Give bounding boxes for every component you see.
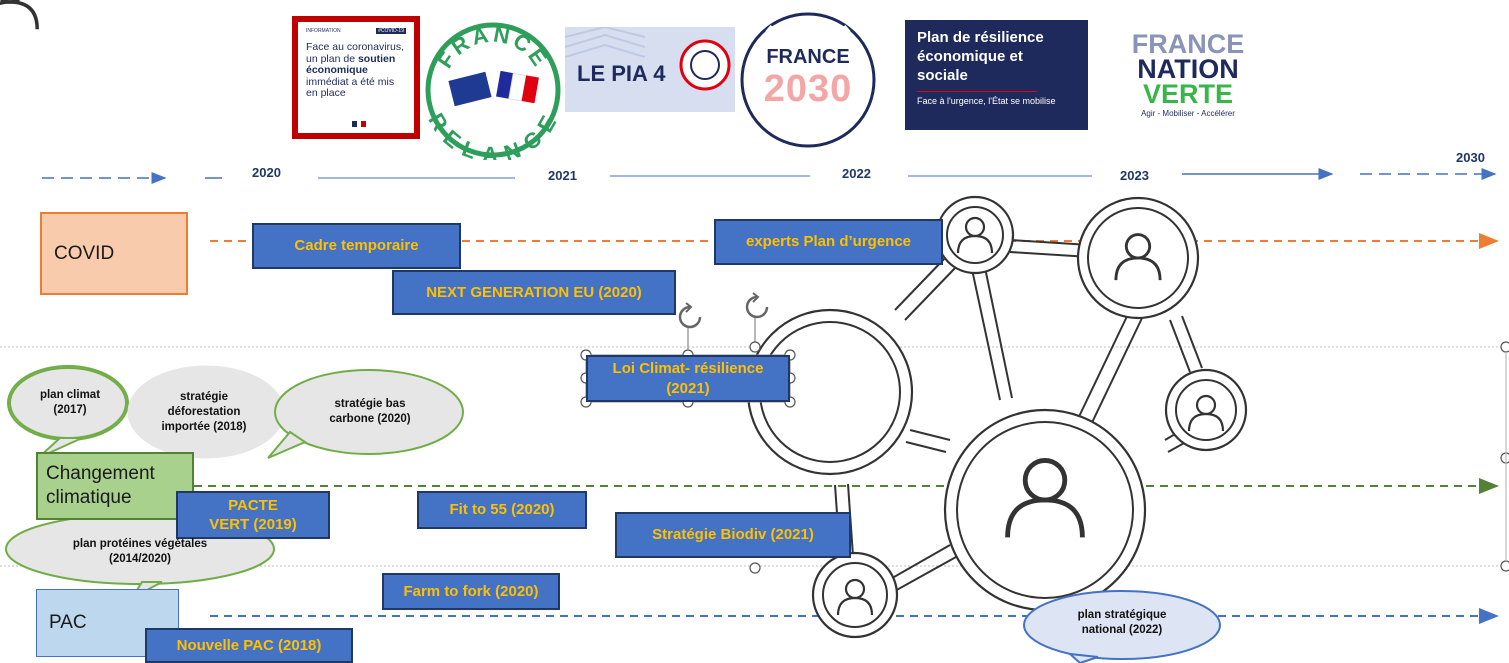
year-label: 2020 (252, 165, 281, 180)
nation-verte-tagline: Agir - Mobiliser - Accélérer (1141, 109, 1235, 118)
france-relance-logo: FRANCE RELANCE (423, 20, 563, 160)
bubble-strategie-bas-carbone: stratégie bas carbone (2020) (329, 398, 411, 425)
event-strategie-biodiv: Stratégie Biodiv (2021) (615, 512, 851, 558)
french-flag-icon (352, 121, 367, 127)
rotate-handles (678, 292, 769, 329)
event-pacte-vert: PACTE VERT (2019) (176, 491, 330, 539)
event-loi-climat: Loi Climat- résilience (2021) (586, 355, 790, 402)
category-pac: PAC (36, 589, 179, 657)
info-covid-logo: INFORMATION #COVID-19 Face au coronaviru… (292, 16, 420, 139)
relance-top-text: FRANCE (432, 21, 551, 72)
category-climate: Changement climatique (36, 452, 194, 520)
svg-text:RELANCE: RELANCE (423, 109, 562, 160)
pia4-logo: LE PIA 4 (565, 27, 735, 112)
bubble-shapes (5, 365, 1221, 663)
bubble-plan-proteines: plan protéines végétales (2014/2020) (72, 538, 208, 565)
event-nouvelle-pac: Nouvelle PAC (2018) (145, 628, 353, 663)
info-text: Face au coronavirus, un plan de soutien … (306, 41, 405, 99)
resilience-title: Plan de résilience économique et sociale (917, 29, 1044, 84)
info-badge: #COVID-19 (376, 28, 406, 34)
svg-text:FRANCE: FRANCE (432, 21, 554, 72)
nation-verte-line2: NATION (1137, 54, 1239, 84)
resilience-plan-logo: Plan de résilience économique et sociale… (905, 20, 1088, 130)
pia4-label: LE PIA 4 (577, 61, 666, 86)
year-label: 2021 (548, 168, 577, 183)
year-label: 2022 (842, 166, 871, 181)
year-label: 2030 (1456, 150, 1485, 165)
event-cadre-temporaire: Cadre temporaire (252, 223, 461, 269)
event-next-generation-eu: NEXT GENERATION EU (2020) (392, 270, 676, 315)
france-nation-verte-logo: FRANCE NATION VERTE Agir - Mobiliser - A… (1118, 29, 1258, 122)
bubble-plan-climat: plan climat (2017) (39, 389, 101, 416)
france-2030-logo: FRANCE 2030 (738, 10, 878, 150)
relance-bottom-text: RELANCE (423, 109, 559, 160)
france2030-year: 2030 (763, 68, 853, 110)
event-farm-to-fork: Farm to fork (2020) (382, 573, 560, 610)
event-experts-plan-urgence: experts Plan d’urgence (714, 219, 943, 265)
timeline-axis (42, 168, 1497, 184)
category-covid: COVID (40, 212, 188, 295)
bubble-strategie-deforestation: stratégie déforestation importée (2018) (161, 390, 247, 433)
nation-verte-line1: FRANCE (1131, 29, 1245, 59)
nation-verte-line3: VERTE (1142, 79, 1234, 109)
info-tag: INFORMATION (306, 28, 341, 34)
bubble-plan-strategique-national: plan stratégique national (2022) (1077, 609, 1167, 636)
year-label: 2023 (1120, 168, 1149, 183)
france2030-top: FRANCE (766, 46, 850, 68)
resilience-subtitle: Face à l'urgence, l'État se mobilise (917, 96, 1056, 106)
event-fit-to-55: Fit to 55 (2020) (417, 491, 587, 529)
